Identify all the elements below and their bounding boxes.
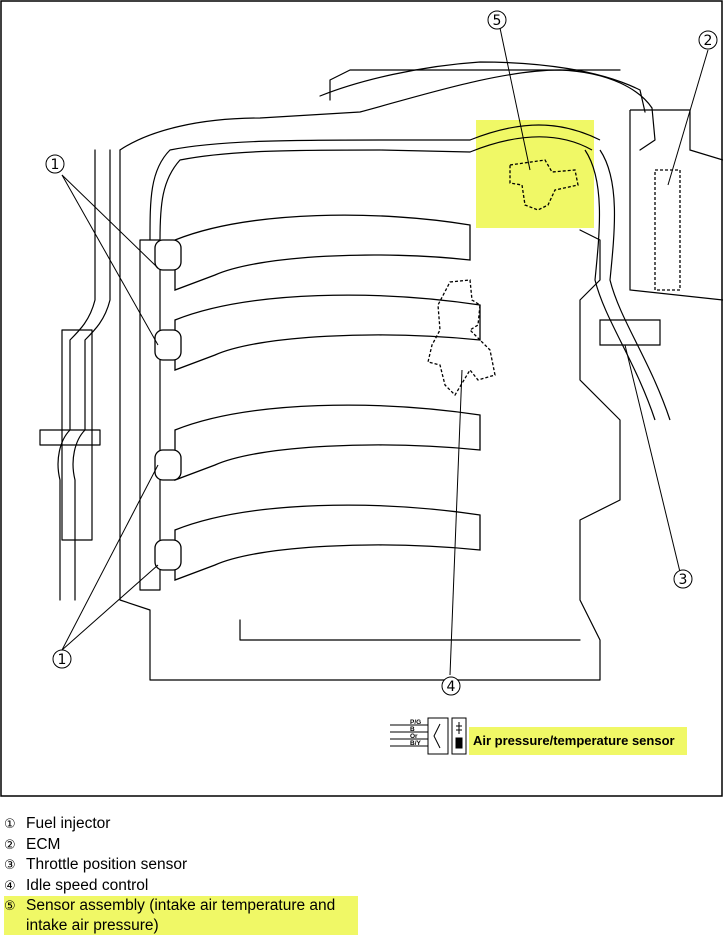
callout-2: 2 xyxy=(704,33,713,49)
engine-block xyxy=(119,149,621,681)
legend-item-5: ⑤ Sensor assembly (intake air temperatur… xyxy=(4,896,358,935)
callout-3-circle xyxy=(673,569,693,589)
legend-text: Sensor assembly (intake air temperature … xyxy=(26,897,336,934)
intake-runner-3 xyxy=(174,404,481,481)
injector-2 xyxy=(154,329,182,361)
legend-num: ② xyxy=(4,837,16,853)
sensor-highlight xyxy=(476,120,594,228)
throttle-hose-2 xyxy=(584,149,656,421)
sensor-label: Air pressure/temperature sensor xyxy=(469,727,687,755)
legend-item-4: ④ Idle speed control xyxy=(4,876,364,897)
injector-4 xyxy=(154,539,182,571)
fuel-rail xyxy=(139,239,161,591)
legend-num: ④ xyxy=(4,878,16,894)
callout-5-circle xyxy=(487,10,507,30)
legend-num: ③ xyxy=(4,858,16,873)
throttle-body xyxy=(599,319,661,346)
diagram-frame xyxy=(0,0,723,797)
callout-2-circle xyxy=(698,30,718,50)
callout-1b-circle xyxy=(52,649,72,669)
callout-1b: 1 xyxy=(58,652,67,668)
legend-num: ⑤ xyxy=(4,899,16,914)
legend-text: Fuel injector xyxy=(26,815,111,832)
callout-1a: 1 xyxy=(51,157,60,173)
callout-5: 5 xyxy=(493,13,502,29)
leader-1a-to-inj1 xyxy=(61,174,159,269)
fuel-hose xyxy=(149,139,471,241)
wire-label-0: P/G xyxy=(410,719,421,726)
engine-diagram: 1 1 2 3 4 5 P/G B Or B/Y xyxy=(0,0,723,797)
leader-1b-to-inj3 xyxy=(61,464,159,651)
injector-3 xyxy=(154,449,182,481)
block-lower xyxy=(239,619,581,641)
legend-text: Idle speed control xyxy=(26,876,149,894)
left-cylinder xyxy=(61,329,93,541)
wire-label-2: Or xyxy=(410,733,418,740)
ecm-housing xyxy=(629,109,723,301)
leader-3 xyxy=(624,344,681,573)
legend-num: ① xyxy=(4,817,16,832)
cover-ridge-2 xyxy=(329,69,621,101)
legend-item-2: ② ECM xyxy=(4,835,364,856)
callout-4-circle xyxy=(441,676,461,696)
leader-5 xyxy=(499,27,531,171)
fuel-hose-2 xyxy=(159,149,471,241)
callout-4: 4 xyxy=(447,679,456,695)
cover-ridge xyxy=(319,61,646,113)
throttle-hose xyxy=(599,149,671,421)
intake-runner-4 xyxy=(174,504,481,581)
leader-2 xyxy=(667,49,709,186)
legend-text: Throttle position sensor xyxy=(26,856,188,873)
left-bracket xyxy=(39,429,101,446)
sensor-assembly-dashed xyxy=(509,159,579,211)
leader-1b-to-inj4 xyxy=(61,564,159,651)
idle-speed-control-dashed xyxy=(427,279,496,397)
leader-1a-to-inj2 xyxy=(61,174,159,346)
injector-1 xyxy=(154,239,182,271)
intake-runner-2 xyxy=(174,294,481,371)
legend: ① Fuel injector ② ECM ③ Throttle positio… xyxy=(4,814,364,935)
legend-item-3: ③ Throttle position sensor xyxy=(4,855,364,876)
intake-top-hose xyxy=(469,124,601,153)
legend-item-1: ① Fuel injector xyxy=(4,814,364,835)
intake-cover xyxy=(119,69,656,151)
left-pipe xyxy=(57,149,96,601)
intake-runner-1 xyxy=(174,214,471,291)
wire-label-1: B xyxy=(410,726,415,733)
wire-label-3: B/Y xyxy=(410,740,422,747)
leader-4 xyxy=(449,369,463,676)
connector-symbol xyxy=(390,717,467,755)
ecm-dashed xyxy=(654,169,681,291)
callout-1a-circle xyxy=(45,154,65,174)
callout-3: 3 xyxy=(679,572,688,588)
legend-text: ECM xyxy=(26,835,61,853)
left-pipe-2 xyxy=(72,149,111,601)
